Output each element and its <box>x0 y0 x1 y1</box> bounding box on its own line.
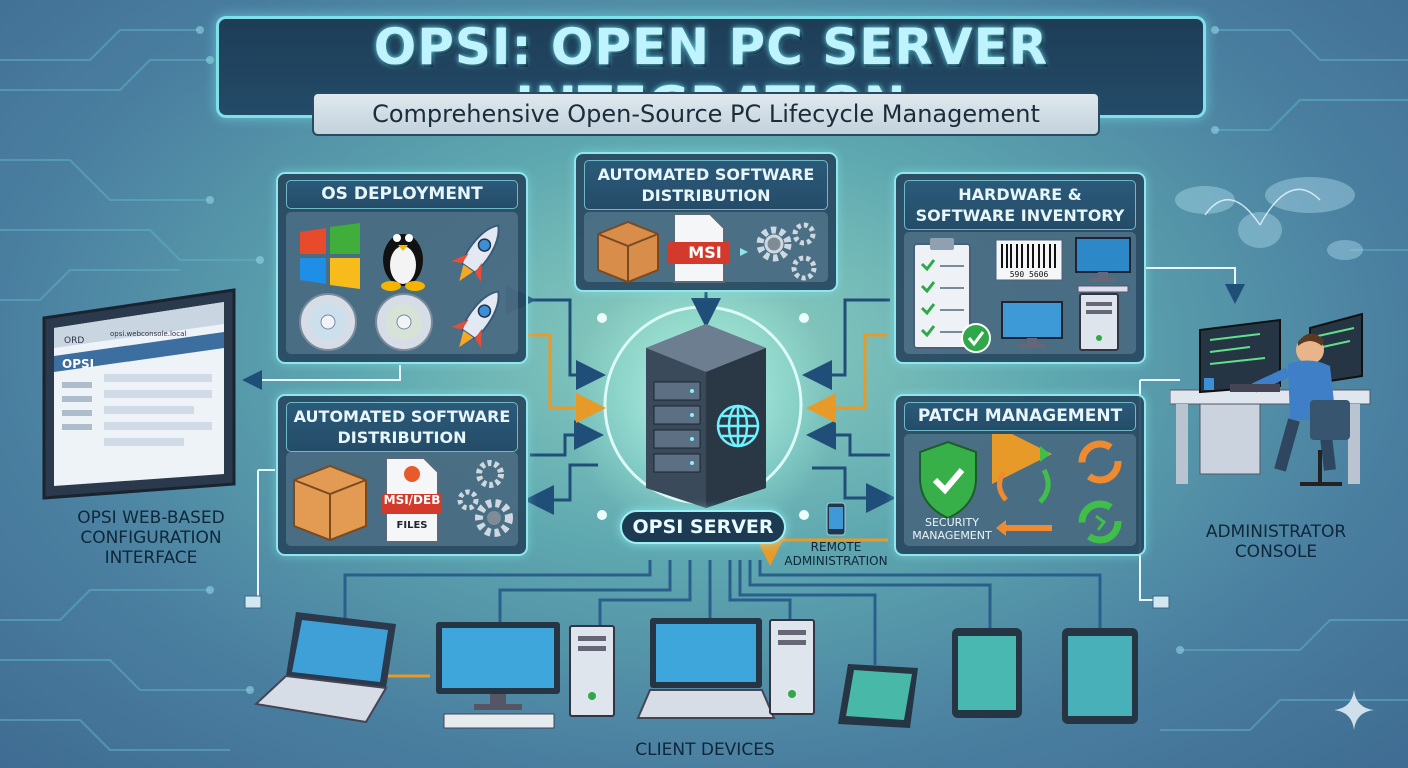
web-interface-label: OPSI WEB-BASED CONFIGURATION INTERFACE <box>77 508 225 568</box>
msi-file-icon <box>668 213 730 283</box>
inventory-panel: HARDWARE & SOFTWARE INVENTORY <box>894 172 1146 364</box>
msi-file-icon <box>382 457 442 543</box>
sync-arrows-icon <box>992 434 1052 536</box>
patch-management-body: SECURITY MANAGEMENT <box>904 434 1136 546</box>
rocket-icon <box>451 290 500 348</box>
window-tag: ORD <box>64 336 84 346</box>
security-management-label: SECURITY MANAGEMENT <box>912 516 992 542</box>
patch-management-title: PATCH MANAGEMENT <box>904 402 1136 431</box>
tower-pc-icon <box>1079 293 1119 351</box>
tablet-icon <box>838 664 918 728</box>
inventory-body: 590 5606 <box>904 232 1136 354</box>
tablet-icon <box>1062 628 1138 724</box>
shield-check-icon <box>919 440 977 520</box>
tower-pc-icon <box>769 619 815 715</box>
laptop-icon <box>253 612 396 724</box>
cd-disc-icon <box>299 293 357 351</box>
rocket-icon <box>451 224 500 282</box>
barcode-number: 590 5606 <box>1010 270 1049 279</box>
remote-administration-label: REMOTE ADMINISTRATION <box>784 540 888 568</box>
monitor-icon <box>1075 237 1131 293</box>
package-box-icon <box>293 464 367 542</box>
barcode-icon <box>995 239 1063 281</box>
sync-arrows-icon <box>1078 440 1122 544</box>
tablet-icon <box>952 628 1022 718</box>
os-deployment-body <box>286 212 518 354</box>
server-rack-icon <box>646 324 766 508</box>
opsi-server-label: OPSI SERVER <box>620 510 786 544</box>
admin-console-label: ADMINISTRATOR CONSOLE <box>1205 522 1347 562</box>
web-interface-monitor: ORD opsi.webconsole.local OPSI <box>42 288 236 500</box>
software-distribution-top-panel: AUTOMATED SOFTWARE DISTRIBUTION MSI <box>574 152 838 292</box>
world-map-icon <box>1175 177 1363 260</box>
smartphone-icon <box>826 502 846 536</box>
msi-file-label: MSI <box>688 243 721 262</box>
sparkle-icon <box>1334 690 1374 730</box>
tower-pc-icon <box>569 625 615 717</box>
package-box-icon <box>597 220 659 284</box>
monitor-icon <box>1001 301 1063 348</box>
gear-icon <box>457 460 513 537</box>
inventory-title: HARDWARE & SOFTWARE INVENTORY <box>904 180 1136 230</box>
os-deployment-panel: OS DEPLOYMENT <box>276 172 528 364</box>
patch-management-panel: PATCH MANAGEMENT SECURITY MANAGEMENT <box>894 394 1146 556</box>
gear-icon <box>756 222 817 281</box>
url-text: opsi.webconsole.local <box>110 330 186 338</box>
files-label: FILES <box>397 520 428 531</box>
admin-console-illustration <box>1170 312 1371 486</box>
subtitle-banner <box>312 92 1100 136</box>
cd-disc-icon <box>375 293 433 351</box>
client-devices-row <box>253 612 1138 729</box>
software-distribution-top-title: AUTOMATED SOFTWARE DISTRIBUTION <box>584 160 828 210</box>
client-devices-label: CLIENT DEVICES <box>635 740 775 760</box>
windows-logo-icon <box>300 223 360 289</box>
linux-tux-icon <box>381 234 425 291</box>
software-distribution-left-panel: AUTOMATED SOFTWARE DISTRIBUTION MSI/DEB … <box>276 394 528 556</box>
os-deployment-title: OS DEPLOYMENT <box>286 180 518 209</box>
software-distribution-left-body: MSI/DEB FILES <box>286 452 518 546</box>
monitor-icon <box>436 622 560 729</box>
software-distribution-top-body: MSI <box>584 212 828 284</box>
checklist-clipboard-icon <box>913 238 991 353</box>
page-subtitle: Comprehensive Open-Source PC Lifecycle M… <box>372 100 1040 128</box>
opsi-tab-label: OPSI <box>62 357 94 371</box>
globe-icon <box>716 404 760 448</box>
msi-deb-label: MSI/DEB <box>384 493 441 507</box>
laptop-icon <box>636 618 776 719</box>
software-distribution-left-title: AUTOMATED SOFTWARE DISTRIBUTION <box>286 402 518 452</box>
